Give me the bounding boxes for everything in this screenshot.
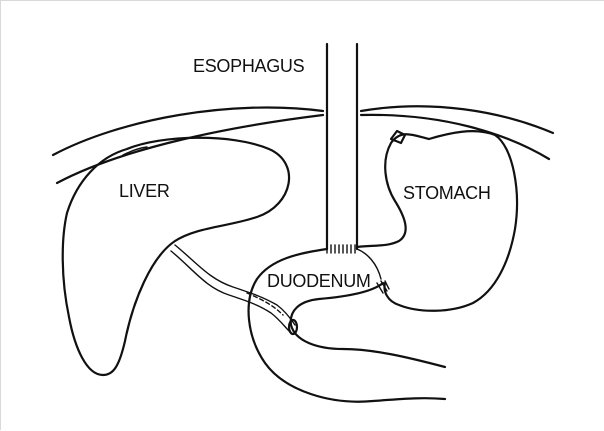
diaphragm-left-upper [53, 108, 323, 155]
label-esophagus: ESOPHAGUS [193, 56, 305, 76]
label-stomach: STOMACH [403, 183, 491, 203]
diaphragm-left-lower [57, 115, 323, 183]
duodenum-inner [291, 283, 445, 367]
label-liver: LIVER [119, 181, 170, 201]
liver-outline [63, 138, 289, 375]
label-duodenum: DUODENUM [267, 271, 371, 291]
diaphragm-right-upper [361, 106, 553, 133]
lower-esophageal-sphincter [327, 245, 355, 253]
